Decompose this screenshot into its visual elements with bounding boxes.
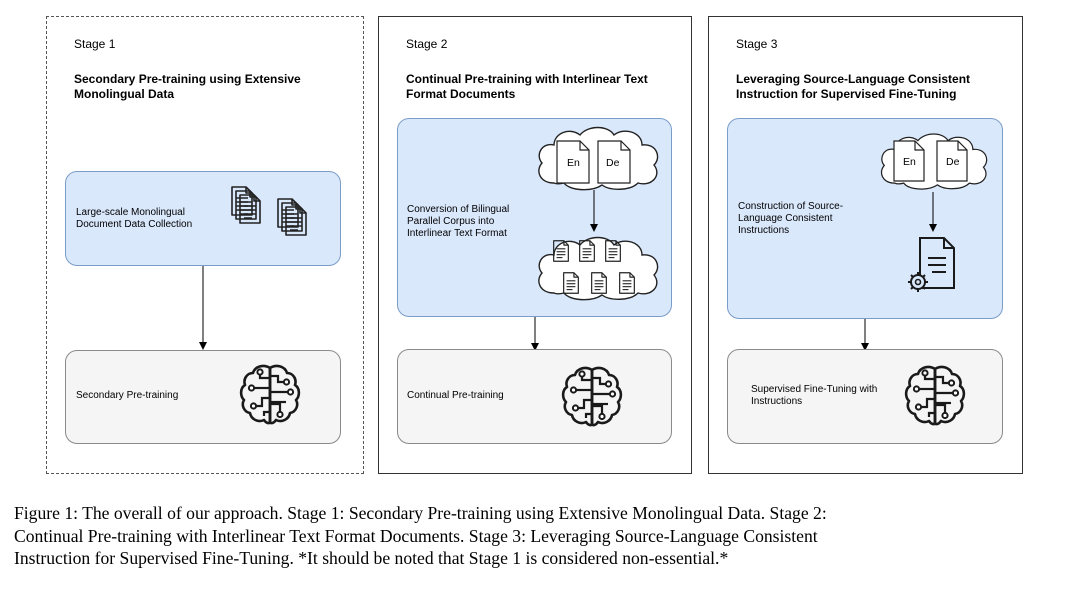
brain-circuit-icon	[239, 364, 301, 425]
stage-label: Stage 1	[74, 37, 116, 51]
stage-3-panel: Stage 3 Leveraging Source-Language Consi…	[708, 16, 1023, 474]
stage-3-train-box-label: Supervised Fine-Tuning with Instructions	[751, 384, 878, 407]
stage-1-train-box-label: Secondary Pre-training	[76, 390, 179, 401]
stage-title: Continual Pre-training with Interlinear …	[406, 72, 648, 101]
stage-2-data-box-label: Conversion of Bilingual Parallel Corpus …	[407, 204, 510, 239]
brain-circuit-icon	[904, 365, 966, 426]
arrow-connector	[199, 266, 207, 350]
source-lang-label: En	[903, 156, 916, 168]
stage-label: Stage 2	[406, 37, 448, 51]
arrow-connector	[531, 317, 539, 351]
arrow-connector	[590, 190, 598, 232]
arrow-connector	[929, 192, 937, 232]
instruction-doc-gear-icon	[908, 237, 955, 292]
arrow-connector	[861, 319, 869, 351]
document-stack-icon	[231, 186, 261, 224]
source-lang-label: En	[567, 157, 580, 169]
stage-3-data-box-label: Construction of Source-Language Consiste…	[738, 201, 844, 236]
source-doc-icon	[556, 140, 590, 184]
caption-line: Continual Pre-training with Interlinear …	[14, 525, 818, 546]
stage-2-panel: Stage 2 Continual Pre-training with Inte…	[378, 16, 692, 474]
document-stack-icon	[277, 198, 307, 236]
stage-2-train-box-label: Continual Pre-training	[407, 390, 504, 401]
stage-2-train-box: Continual Pre-training	[397, 349, 672, 444]
stage-title: Secondary Pre-training using Extensive M…	[74, 72, 301, 101]
stage-3-train-box: Supervised Fine-Tuning with Instructions	[727, 349, 1003, 444]
stage-label: Stage 3	[736, 37, 778, 51]
stage-title: Leveraging Source-Language Consistent In…	[736, 72, 971, 101]
stage-1-data-box-label: Large-scale Monolingual Document Data Co…	[76, 207, 193, 230]
brain-circuit-icon	[561, 366, 623, 427]
target-doc-icon	[936, 140, 968, 182]
figure-caption: Figure 1: The overall of our approach. S…	[14, 502, 1069, 570]
stage-1-train-box: Secondary Pre-training	[65, 350, 341, 444]
caption-line: Instruction for Supervised Fine-Tuning. …	[14, 548, 729, 568]
caption-line: Figure 1: The overall of our approach. S…	[14, 503, 827, 523]
interlinear-docs-cloud-icon	[538, 236, 659, 301]
stage-1-panel: Stage 1 Secondary Pre-training using Ext…	[46, 16, 364, 474]
target-doc-icon	[597, 140, 631, 184]
target-lang-label: De	[606, 157, 620, 169]
source-doc-icon	[893, 140, 925, 182]
target-lang-label: De	[946, 156, 960, 168]
parallel-corpus-cloud-icon	[880, 133, 988, 190]
